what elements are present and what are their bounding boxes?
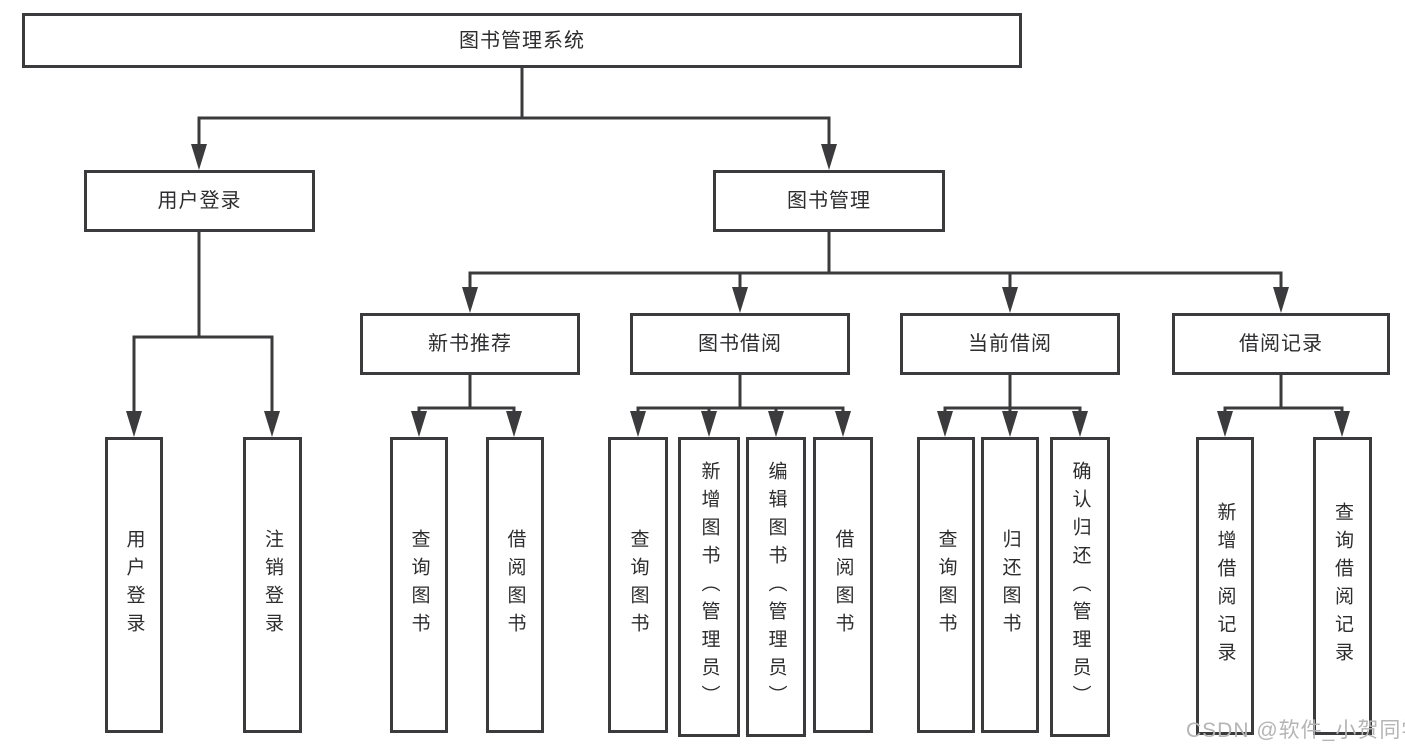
arrowhead (821, 144, 837, 170)
node-current-borrowing-label: 当前借阅 (968, 333, 1052, 355)
leaf-logout: 注销登录 (243, 437, 302, 733)
node-current-borrowing: 当前借阅 (900, 313, 1120, 375)
leaf-borrow-query-book: 查询图书 (608, 437, 668, 733)
arrowhead (701, 411, 717, 437)
connector-records-rail (1223, 406, 1344, 413)
node-user-login-label: 用户登录 (157, 190, 242, 212)
leaf-confirm-return-admin-label: 确认归还（管理员） (1069, 461, 1091, 713)
arrowhead (1217, 411, 1233, 437)
arrowhead (630, 411, 646, 437)
leaf-add-book-admin-label: 新增图书（管理员） (698, 461, 720, 713)
arrowhead (1002, 287, 1018, 313)
leaf-logout-label: 注销登录 (262, 529, 283, 641)
leaf-confirm-return-admin: 确认归还（管理员） (1050, 437, 1110, 737)
leaf-add-borrow-record-label: 新增借阅记录 (1214, 502, 1236, 670)
arrowhead (1334, 411, 1350, 437)
leaf-edit-book-admin: 编辑图书（管理员） (746, 437, 806, 737)
leaf-query-borrow-record-label: 查询借阅记录 (1332, 502, 1353, 670)
leaf-newbooks-query-book: 查询图书 (390, 437, 448, 733)
arrowhead (1002, 411, 1018, 437)
connector-newbooks-rail (417, 406, 516, 413)
arrowhead (732, 287, 748, 313)
node-borrow-records-label: 借阅记录 (1239, 333, 1323, 355)
arrowhead (835, 411, 851, 437)
leaf-return-book-label: 归还图书 (999, 529, 1021, 641)
arrowhead (768, 411, 784, 437)
arrowhead (191, 144, 207, 170)
arrowhead (937, 411, 953, 437)
node-library-system-label: 图书管理系统 (459, 29, 585, 52)
node-new-book-recommend-label: 新书推荐 (428, 333, 512, 355)
arrowhead (1072, 411, 1088, 437)
node-book-borrowing: 图书借阅 (630, 313, 850, 375)
leaf-newbooks-borrow-book-label: 借阅图书 (504, 529, 526, 641)
leaf-add-borrow-record: 新增借阅记录 (1196, 437, 1254, 735)
arrowhead (506, 411, 522, 437)
leaf-edit-book-admin-label: 编辑图书（管理员） (765, 461, 787, 713)
arrowhead (126, 411, 142, 437)
arrowhead (411, 411, 427, 437)
connector-root-rail (197, 116, 831, 144)
arrowhead (264, 411, 280, 437)
leaf-current-query-book-label: 查询图书 (935, 529, 957, 641)
arrowhead (462, 287, 478, 313)
leaf-borrow-query-book-label: 查询图书 (627, 529, 649, 641)
node-library-system: 图书管理系统 (22, 13, 1022, 68)
connector-mgmt-rail (468, 271, 1283, 289)
leaf-return-book: 归还图书 (981, 437, 1039, 733)
leaf-user-login: 用户登录 (105, 437, 163, 733)
node-new-book-recommend: 新书推荐 (360, 313, 580, 375)
node-book-borrowing-label: 图书借阅 (698, 333, 782, 355)
node-user-login: 用户登录 (84, 170, 315, 232)
leaf-borrow-borrow-book: 借阅图书 (813, 437, 873, 733)
leaf-current-query-book: 查询图书 (917, 437, 975, 733)
leaf-newbooks-borrow-book: 借阅图书 (486, 437, 544, 733)
leaf-query-borrow-record: 查询借阅记录 (1313, 437, 1372, 735)
connector-login-rail (132, 335, 274, 413)
arrowhead (1273, 287, 1289, 313)
leaf-user-login-label: 用户登录 (123, 529, 145, 641)
connector-bookborrow-rail (636, 406, 845, 413)
node-borrow-records: 借阅记录 (1172, 313, 1390, 375)
node-book-management-label: 图书管理 (787, 190, 871, 212)
connector-currentborrow-rail (943, 406, 1082, 413)
leaf-borrow-borrow-book-label: 借阅图书 (832, 529, 854, 641)
node-book-management: 图书管理 (713, 170, 945, 232)
leaf-add-book-admin: 新增图书（管理员） (678, 437, 740, 737)
watermark: CSDN @软件_小贺同学 (1186, 719, 1405, 742)
leaf-newbooks-query-book-label: 查询图书 (408, 529, 430, 641)
